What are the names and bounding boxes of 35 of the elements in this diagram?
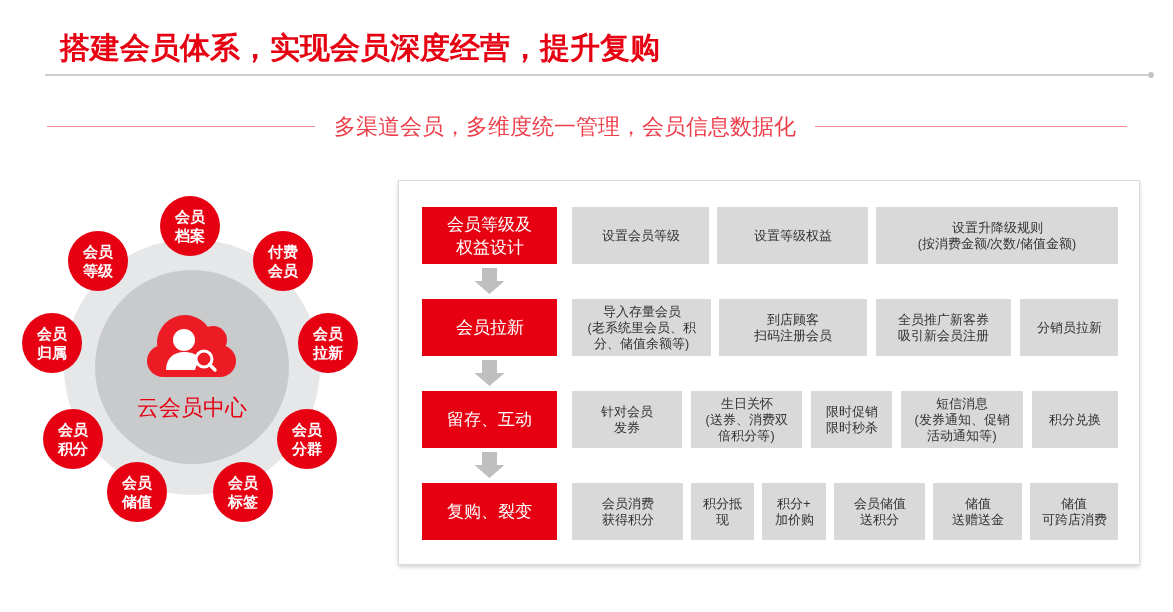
step-box: 积分+加价购 <box>762 483 826 540</box>
step-box: 全员推广新客券吸引新会员注册 <box>876 299 1011 356</box>
step-box: 设置等级权益 <box>717 207 868 264</box>
step-box: 积分兑换 <box>1032 391 1118 448</box>
stage-box: 复购、裂变 <box>422 483 557 540</box>
step-box: 短信消息 (发券通知、促销活动通知等) <box>901 391 1023 448</box>
feature-circle: 会员分群 <box>277 409 337 469</box>
step-box: 储值送赠送金 <box>933 483 1022 540</box>
step-box: 分销员拉新 <box>1020 299 1118 356</box>
step-box: 会员储值送积分 <box>834 483 925 540</box>
step-box: 限时促销限时秒杀 <box>811 391 892 448</box>
feature-circle: 会员归属 <box>22 313 82 373</box>
stage-box: 会员拉新 <box>422 299 557 356</box>
step-box: 储值可跨店消费 <box>1030 483 1118 540</box>
feature-circle: 付费会员 <box>253 231 313 291</box>
stage-box: 留存、互动 <box>422 391 557 448</box>
feature-circle: 会员拉新 <box>298 313 358 373</box>
feature-circle: 会员档案 <box>160 196 220 256</box>
step-box: 导入存量会员 (老系统里会员、积分、储值余额等) <box>572 299 711 356</box>
subtitle: 多渠道会员，多维度统一管理，会员信息数据化 <box>333 113 797 141</box>
step-box: 针对会员发券 <box>572 391 682 448</box>
step-box: 生日关怀 (送券、消费双倍积分等) <box>691 391 802 448</box>
stage-box: 会员等级及权益设计 <box>422 207 557 264</box>
feature-circle: 会员标签 <box>213 462 273 522</box>
step-box: 会员消费获得积分 <box>572 483 683 540</box>
page-title: 搭建会员体系，实现会员深度经营，提升复购 <box>60 30 660 66</box>
step-box: 设置会员等级 <box>572 207 709 264</box>
step-box: 积分抵现 <box>691 483 754 540</box>
feature-circle: 会员等级 <box>68 231 128 291</box>
card-panel <box>398 180 1140 565</box>
step-box: 到店顾客扫码注册会员 <box>719 299 867 356</box>
feature-circle: 会员积分 <box>43 409 103 469</box>
hub-label: 云会员中心 <box>136 394 248 422</box>
step-box: 设置升降级规则 (按消费金额/次数/储值金额) <box>876 207 1118 264</box>
feature-circle: 会员储值 <box>107 462 167 522</box>
